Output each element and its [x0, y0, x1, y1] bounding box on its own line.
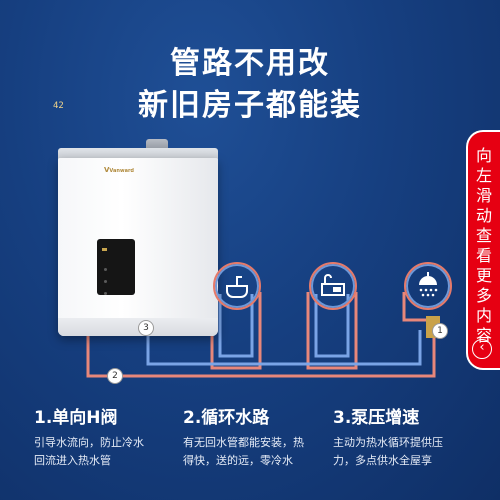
cold-pipe-branch-2 [314, 294, 350, 358]
bathtub-icon-glyph [321, 274, 345, 296]
hot-pipe-branch-3 [402, 292, 434, 322]
swipe-more-tab[interactable] [466, 130, 500, 370]
sink-icon [213, 262, 261, 310]
badge-3: 3 [138, 320, 154, 336]
panel-button [104, 292, 107, 295]
badge-1: 1 [432, 323, 448, 339]
chevron-left-icon[interactable]: ‹ [472, 339, 492, 359]
feature-2-title: 2.循环水路 [183, 408, 270, 428]
display-temp: 42 [53, 101, 64, 111]
heater-top [58, 148, 218, 160]
panel-button [104, 280, 107, 283]
shower-icon-glyph [419, 272, 438, 297]
headline-line2: 新旧房子都能装 [138, 88, 362, 123]
brand-logo: VVanward [104, 166, 134, 174]
panel-icon [102, 248, 107, 251]
badge-2: 2 [107, 368, 123, 384]
bathtub-icon [309, 262, 357, 310]
feature-3-desc: 主动为热水循环提供压力，多点供水全屋享 [333, 436, 443, 467]
cold-pipe [146, 330, 422, 366]
water-heater: VVanward [58, 158, 218, 336]
shower-icon [404, 262, 452, 310]
feature-1-desc: 引导水流向，防止冷水回流进入热水管 [34, 436, 144, 467]
hot-pipe [86, 328, 436, 378]
feature-1-title: 1.单向H阀 [34, 408, 118, 428]
feature-3-title: 3.泵压增速 [333, 408, 420, 428]
sink-icon-glyph [226, 276, 248, 298]
feature-2-desc: 有无回水管都能安装，热得快，送的远，零冷水 [183, 436, 304, 467]
cold-pipe-branch-1 [218, 294, 254, 358]
swipe-more-text[interactable]: 向左滑动查看更多内容 [475, 146, 492, 345]
panel-button [104, 268, 107, 271]
hot-pipe-branch-2 [306, 292, 358, 370]
headline-line1: 管路不用改 [170, 46, 330, 81]
